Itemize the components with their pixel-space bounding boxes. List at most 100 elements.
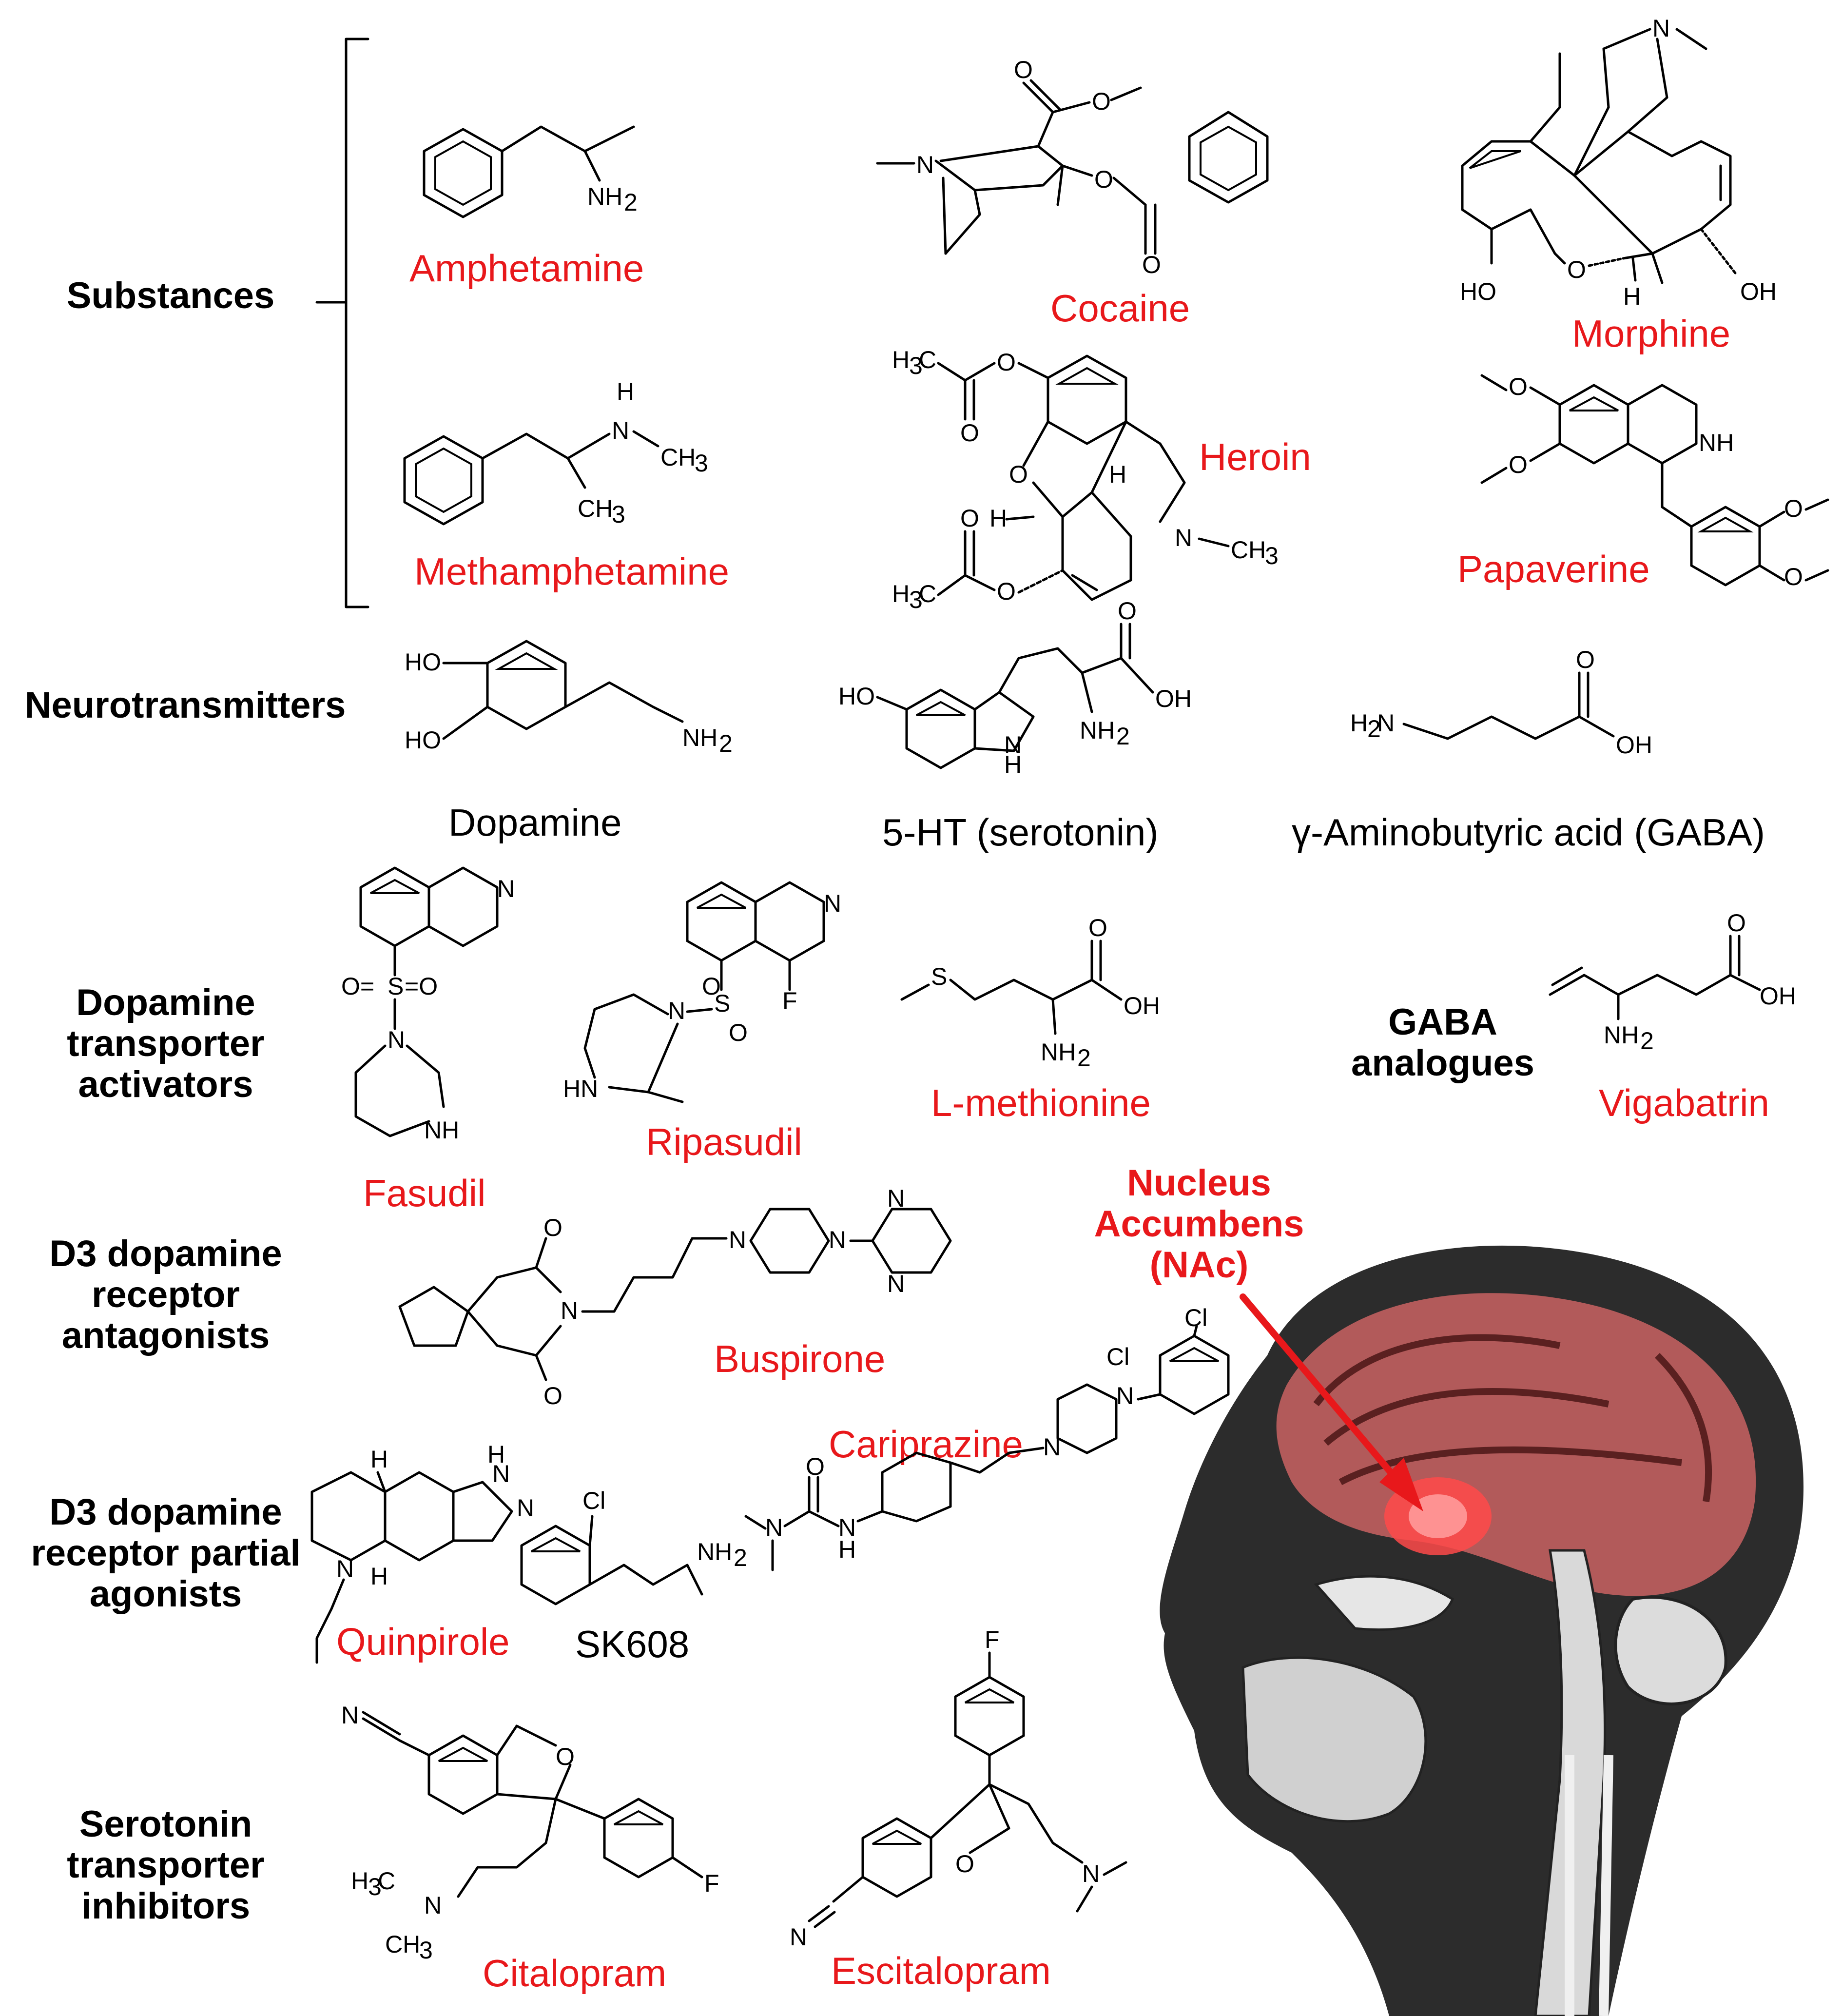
svg-text:O: O: [1509, 451, 1528, 478]
svg-text:N: N: [561, 1297, 578, 1324]
gaba-structure: H2N O OH: [1350, 646, 1652, 759]
cerebellum: [1614, 1596, 1727, 1705]
svg-text:O: O: [1092, 88, 1111, 115]
svg-text:S: S: [388, 973, 404, 1000]
svg-text:O: O: [1118, 597, 1137, 625]
svg-text:3: 3: [368, 1873, 382, 1900]
category-sert-inhibitors-text: Serotonin transporter inhibitors: [67, 1803, 265, 1927]
category-d3-antagonists: D3 dopamine receptor antagonists: [29, 1233, 302, 1356]
label-ripasudil: Ripasudil: [646, 1120, 802, 1163]
svg-text:N: N: [497, 875, 515, 902]
svg-text:3: 3: [909, 352, 923, 379]
svg-text:NH: NH: [682, 724, 717, 751]
svg-text:NH: NH: [697, 1538, 732, 1566]
svg-text:O=: O=: [341, 973, 374, 1000]
svg-text:O: O: [1576, 646, 1595, 673]
svg-text:H: H: [1004, 751, 1022, 778]
svg-text:3: 3: [419, 1937, 433, 1964]
label-heroin: Heroin: [1199, 435, 1311, 478]
svg-text:C: C: [919, 346, 936, 373]
svg-text:F: F: [782, 987, 797, 1015]
svg-text:H: H: [838, 1536, 856, 1563]
citalopram-structure: N O N H3C CH3 F: [341, 1702, 719, 1964]
label-sk608: SK608: [575, 1623, 690, 1665]
svg-text:C: C: [919, 580, 936, 607]
label-dopamine: Dopamine: [448, 801, 622, 844]
svg-text:O: O: [729, 1019, 748, 1046]
svg-text:O: O: [1142, 251, 1161, 278]
svg-text:H: H: [351, 1867, 368, 1895]
svg-text:CH: CH: [1231, 536, 1266, 564]
label-quinpirole: Quinpirole: [336, 1620, 510, 1663]
svg-text:N: N: [729, 1226, 746, 1253]
category-dat-activators: Dopamine transporter activators: [44, 982, 288, 1105]
svg-text:CH: CH: [578, 495, 613, 522]
label-cariprazine: Cariprazine: [829, 1423, 1023, 1466]
svg-text:O: O: [955, 1850, 974, 1878]
svg-text:N: N: [517, 1494, 534, 1522]
svg-text:2: 2: [719, 730, 733, 757]
cariprazine-structure: Cl Cl N N N H O N: [744, 1304, 1230, 1571]
svg-text:3: 3: [909, 586, 923, 613]
svg-text:H: H: [370, 1446, 388, 1473]
svg-text:O: O: [1014, 56, 1033, 83]
svg-text:HO: HO: [405, 726, 441, 754]
svg-text:HO: HO: [1460, 278, 1496, 305]
svg-text:NH: NH: [1080, 717, 1115, 744]
svg-text:O: O: [1509, 373, 1528, 400]
svg-text:N: N: [1377, 709, 1395, 737]
category-gaba-analogues-text: GABA analogues: [1351, 1001, 1534, 1084]
svg-text:H: H: [892, 580, 910, 607]
svg-text:O: O: [960, 505, 979, 532]
svg-text:O: O: [556, 1743, 575, 1770]
svg-text:N: N: [838, 1514, 856, 1541]
label-l-methionine: L-methionine: [931, 1081, 1151, 1124]
label-serotonin: 5-HT (serotonin): [882, 811, 1159, 854]
svg-text:O: O: [997, 578, 1016, 605]
svg-text:F: F: [704, 1870, 719, 1897]
category-d3-antagonists-text: D3 dopamine receptor antagonists: [49, 1233, 282, 1356]
svg-text:2: 2: [1640, 1027, 1654, 1055]
label-gaba: γ-Aminobutyric acid (GABA): [1292, 811, 1765, 854]
svg-text:N: N: [336, 1555, 354, 1583]
cocaine-structure: N O O O O: [876, 56, 1269, 278]
papaverine-structure: NH O O O O: [1480, 373, 1829, 590]
methamphetamine-structure: H N CH3 CH3: [403, 378, 708, 528]
category-gaba-analogues: GABA analogues: [1316, 1002, 1570, 1084]
svg-text:N: N: [1043, 1433, 1061, 1461]
brain-illustration: [1160, 1245, 1803, 2016]
label-methamphetamine: Methamphetamine: [414, 550, 730, 593]
svg-text:H: H: [989, 505, 1007, 532]
svg-text:N: N: [341, 1702, 359, 1729]
svg-text:N: N: [1116, 1382, 1134, 1409]
svg-text:H: H: [1623, 283, 1641, 310]
svg-text:N: N: [887, 1185, 905, 1212]
svg-text:H: H: [487, 1441, 505, 1468]
label-escitalopram: Escitalopram: [831, 1949, 1051, 1992]
svg-text:N: N: [765, 1514, 783, 1541]
category-sert-inhibitors: Serotonin transporter inhibitors: [29, 1804, 302, 1927]
svg-text:Cl: Cl: [1106, 1343, 1129, 1370]
svg-text:O: O: [1088, 914, 1107, 941]
svg-text:3: 3: [695, 450, 708, 477]
label-cocaine: Cocaine: [1050, 287, 1190, 330]
label-amphetamine: Amphetamine: [409, 247, 644, 290]
category-dat-activators-text: Dopamine transporter activators: [67, 982, 265, 1105]
escitalopram-structure: F O N N: [790, 1626, 1127, 1951]
svg-text:N: N: [388, 1026, 405, 1054]
svg-text:O: O: [960, 419, 979, 447]
svg-text:N: N: [1004, 731, 1022, 759]
category-d3-partial-agonists-text: D3 dopamine receptor partial agonists: [31, 1491, 301, 1615]
svg-text:C: C: [378, 1867, 395, 1895]
heroin-structure: H3C O O O N CH3 H H H3C O: [892, 346, 1279, 613]
svg-text:3: 3: [1265, 542, 1279, 569]
svg-text:NH: NH: [424, 1116, 459, 1144]
svg-text:S: S: [714, 990, 730, 1017]
svg-text:O: O: [1784, 495, 1803, 522]
